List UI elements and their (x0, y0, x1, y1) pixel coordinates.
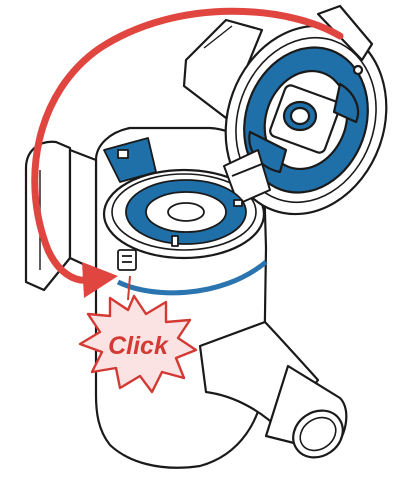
click-label: Click (108, 332, 169, 360)
latch (118, 250, 136, 270)
